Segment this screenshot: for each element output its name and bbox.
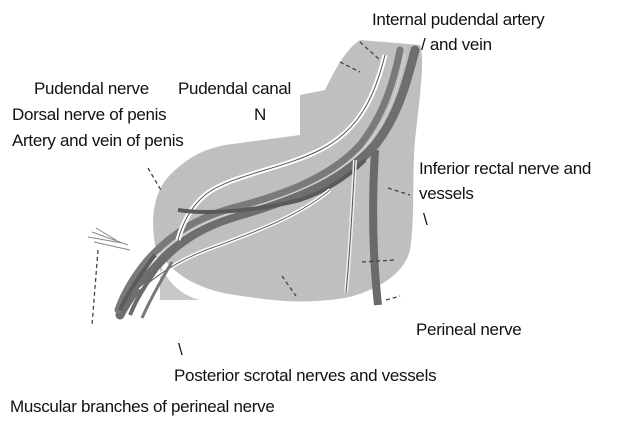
label-dorsal-nerve: Dorsal nerve of penis xyxy=(12,105,166,125)
label-internal-pudendal-line2: / and vein xyxy=(421,35,492,55)
label-inferior-rectal-mark: \ xyxy=(423,210,427,230)
label-pudendal-nerve: Pudendal nerve xyxy=(34,79,149,99)
leader-line-right xyxy=(386,296,400,300)
label-internal-pudendal-line1: Internal pudendal artery xyxy=(372,10,544,30)
leader-line-artery-vein xyxy=(148,168,162,192)
label-inferior-rectal-line2: vessels xyxy=(419,184,474,204)
label-muscular-branches: Muscular branches of perineal nerve xyxy=(10,397,274,417)
label-pudendal-canal: Pudendal canal xyxy=(178,79,291,99)
label-artery-vein-penis: Artery and vein of penis xyxy=(12,131,183,151)
leader-line-muscular xyxy=(92,250,98,325)
label-posterior-scrotal: Posterior scrotal nerves and vessels xyxy=(174,366,436,386)
label-posterior-mark: \ xyxy=(178,340,182,360)
label-marker-n: N xyxy=(254,105,266,125)
label-inferior-rectal-line1: Inferior rectal nerve and xyxy=(419,159,591,179)
fine-nerve-fibers xyxy=(88,228,130,250)
label-perineal-nerve: Perineal nerve xyxy=(416,320,521,340)
